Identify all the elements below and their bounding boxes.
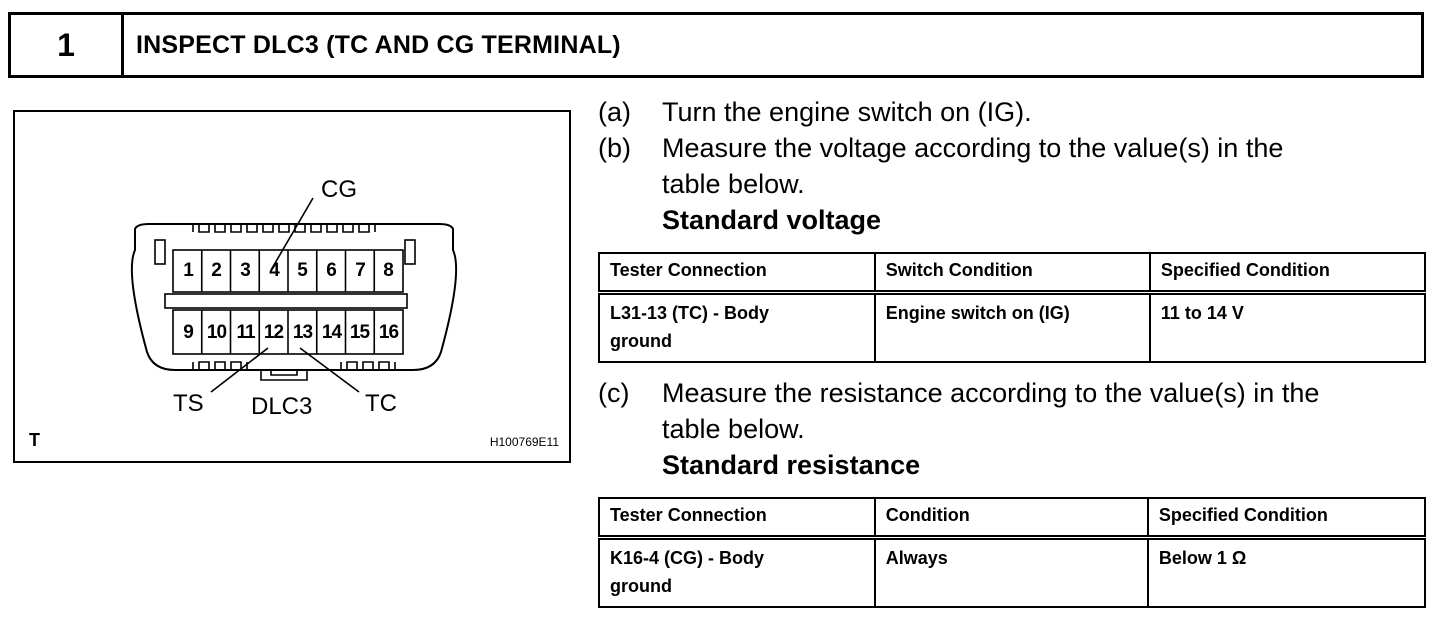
pin-number: 7 — [355, 260, 366, 281]
table-cell: Below 1 Ω — [1146, 536, 1427, 608]
pin-number: 4 — [269, 260, 280, 281]
step-marker: (b) — [598, 133, 631, 163]
figure-corner-mark: T — [29, 430, 40, 450]
table-cell: 11 to 14 V — [1148, 291, 1427, 363]
step-header: 1 INSPECT DLC3 (TC AND CG TERMINAL) — [8, 12, 1424, 78]
table-cell: L31-13 (TC) - Body ground — [598, 291, 876, 363]
dlc3-connector-diagram — [130, 197, 458, 393]
dlc3-label: DLC3 — [251, 393, 313, 420]
table-header-row: Tester Connection Condition Specified Co… — [598, 497, 1427, 539]
standard-voltage-table: Tester Connection Switch Condition Speci… — [598, 252, 1427, 363]
leader-line-cg — [270, 197, 314, 271]
pin-number: 2 — [211, 260, 222, 281]
step-b: (b) Measure the voltage according to the… — [598, 130, 1398, 238]
connector-top-ribs — [192, 223, 376, 233]
pin-row-top — [172, 249, 404, 293]
pin-row-bottom — [172, 309, 404, 355]
table-cell: K16-4 (CG) - Body ground — [598, 536, 876, 608]
pin-number: 8 — [383, 260, 394, 281]
column-header: Tester Connection — [598, 497, 876, 539]
table-row: L31-13 (TC) - Body ground Engine switch … — [598, 291, 1427, 363]
step-text-cont: table below. — [662, 414, 805, 444]
column-header: Condition — [873, 497, 1149, 539]
tc-label: TC — [365, 390, 397, 417]
step-a: (a) Turn the engine switch on (IG). — [598, 94, 1398, 130]
connector-outline — [130, 223, 458, 371]
section-heading-standard-voltage: Standard voltage — [662, 205, 882, 235]
pin-number: 1 — [183, 260, 194, 281]
table-cell: Always — [873, 536, 1149, 608]
pin-number: 9 — [183, 322, 194, 343]
column-header: Tester Connection — [598, 252, 876, 294]
key-slot-left — [154, 239, 166, 265]
dlc3-connector-figure: 1 2 3 4 5 6 7 8 9 10 11 12 13 14 15 16 C… — [13, 110, 571, 463]
pin-number: 15 — [349, 322, 370, 343]
table-row: K16-4 (CG) - Body ground Always Below 1 … — [598, 536, 1427, 608]
leader-line-ts — [210, 347, 269, 393]
column-header: Switch Condition — [873, 252, 1151, 294]
pin-number: 11 — [236, 322, 255, 343]
pin-number: 14 — [321, 322, 342, 343]
pin-number: 5 — [297, 260, 308, 281]
pin-number: 3 — [240, 260, 251, 281]
connector-latch — [260, 370, 308, 381]
step-text: Measure the resistance according to the … — [662, 378, 1320, 408]
section-heading-standard-resistance: Standard resistance — [662, 450, 921, 480]
step-title: INSPECT DLC3 (TC AND CG TERMINAL) — [136, 30, 621, 59]
connector-bottom-ribs — [192, 361, 396, 371]
tester-connection: K16-4 (CG) - Body ground — [610, 548, 765, 596]
leader-line-tc — [299, 347, 360, 393]
column-header: Specified Condition — [1148, 252, 1427, 294]
step-text: Turn the engine switch on (IG). — [662, 97, 1032, 127]
step-c: (c) Measure the resistance according to … — [598, 375, 1418, 483]
figure-code: H100769E11 — [489, 435, 559, 449]
table-cell: Engine switch on (IG) — [873, 291, 1151, 363]
step-text: Measure the voltage according to the val… — [662, 133, 1284, 163]
pin-number: 12 — [263, 322, 284, 343]
tester-connection: L31-13 (TC) - Body ground — [610, 303, 770, 351]
center-divider-bar — [164, 293, 408, 309]
standard-resistance-table: Tester Connection Condition Specified Co… — [598, 497, 1427, 608]
pin-number: 16 — [378, 322, 399, 343]
cg-label: CG — [321, 176, 357, 203]
key-slot-right — [404, 239, 416, 265]
pin-number: 13 — [292, 322, 313, 343]
step-text-cont: table below. — [662, 169, 805, 199]
pin-number: 6 — [326, 260, 337, 281]
column-header: Specified Condition — [1146, 497, 1427, 539]
step-marker: (c) — [598, 378, 630, 408]
step-number: 1 — [11, 15, 124, 75]
pin-number: 10 — [206, 322, 227, 343]
table-header-row: Tester Connection Switch Condition Speci… — [598, 252, 1427, 294]
ts-label: TS — [173, 390, 204, 417]
step-marker: (a) — [598, 97, 631, 127]
